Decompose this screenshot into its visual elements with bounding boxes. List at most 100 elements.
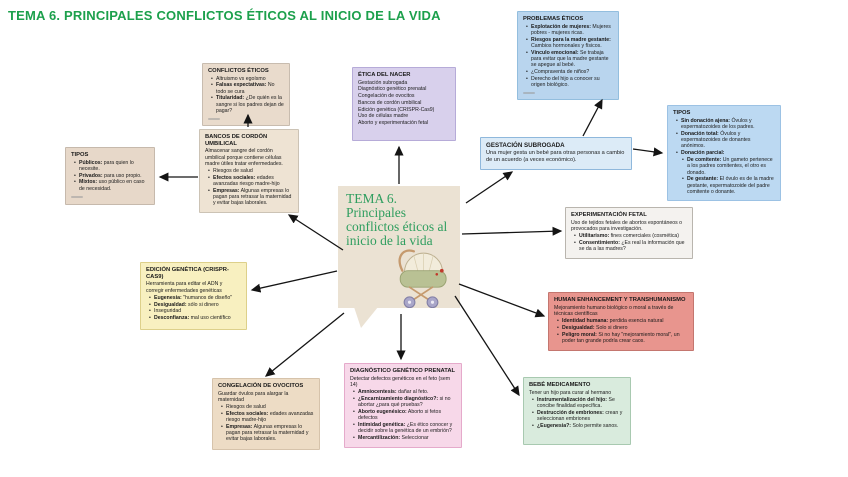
box-experimentacion-fetal: EXPERIMENTACIÓN FETAL Uso de tejidos fet… xyxy=(565,207,693,259)
bullet-list: Identidad humana: perdida esencia natura… xyxy=(554,318,688,344)
bullet-item: Congelación de ovocitos xyxy=(358,93,415,100)
page-title: TEMA 6. PRINCIPALES CONFLICTOS ÉTICOS AL… xyxy=(8,8,441,23)
bullet-item: Falsas expectativas: No todo se cura xyxy=(211,82,284,94)
bullet-item: Riesgos para la madre gestante: Cambios … xyxy=(526,37,613,49)
bullet-item: ¿Encarnizamiento diagnóstico?: si no abo… xyxy=(353,396,456,408)
bullet-item: Desigualdad: sólo si dinero xyxy=(149,302,241,308)
bullet-list: Explotación de mujeres: Mujeres pobres -… xyxy=(523,24,613,88)
bullet-list: Riesgos de saludEfectos sociales: edades… xyxy=(218,404,314,442)
bullet-item: Explotación de mujeres: Mujeres pobres -… xyxy=(526,24,613,36)
bullet-item: Destrucción de embriones: crean y selecc… xyxy=(532,410,625,422)
box-title: BEBÉ MEDICAMENTO xyxy=(529,382,591,388)
box-tipos-bancos: TIPOS Públicos: para quien lo necesite.P… xyxy=(65,147,155,205)
bullet-item: Desconfianza: mal uso científico xyxy=(149,315,241,321)
box-intro: Uso de tejidos fetales de abortos espont… xyxy=(571,219,683,232)
box-conflictos-eticos: CONFLICTOS ÉTICOS Altruismo vs egoísmoFa… xyxy=(202,63,290,127)
box-bebe-medicamento: BEBÉ MEDICAMENTO Tener un hijo para cura… xyxy=(523,377,631,445)
box-title: PROBLEMAS ÉTICOS xyxy=(523,16,584,22)
bullet-item: Vínculo emocional: Se trabaja para evita… xyxy=(526,50,613,69)
bullet-item: Intimidad genética: ¿Es ético conocer y … xyxy=(353,422,456,434)
bullet-item: Amniocentesis: dañar al feto. xyxy=(353,389,456,395)
bullet-item: Efectos sociales: edades avanzadas riesg… xyxy=(221,411,314,423)
bullet-item: Mercantilización: Seleccionar xyxy=(353,435,456,441)
box-intro: Detectar defectos genéticos en el feto (… xyxy=(350,375,451,388)
box-edicion-genetica: EDICIÓN GENÉTICA (CRISPR-CAS9) Herramien… xyxy=(140,262,247,330)
bullet-item: Donación total: Óvulos y espermatozoides… xyxy=(676,131,775,150)
baby-carriage-icon xyxy=(398,249,447,308)
central-topic-title: TEMA 6. Principales conflictos éticos al… xyxy=(346,191,448,249)
box-title: CONFLICTOS ÉTICOS xyxy=(208,68,269,74)
bullet-item: Edición genética (CRISPR-Cas9) xyxy=(358,106,435,113)
bullet-item: Altruismo vs egoísmo xyxy=(211,76,284,82)
box-human-enhancement: HUMAN ENHANCEMENT Y TRANSHUMANISMO Mejor… xyxy=(548,292,694,351)
bullet-item: Peligro moral: Si no hay "mejoramiento m… xyxy=(557,332,688,344)
bullet-item: ¿Eugenesia?: Solo permite sanos. xyxy=(532,423,625,429)
bullet-item: Uso de células madre xyxy=(358,113,409,120)
bullet-item: Aborto y experimentación fetal xyxy=(358,120,429,127)
box-tipos-gestacion: TIPOS Sin donación ajena: Óvulos y esper… xyxy=(667,105,781,202)
box-bancos-cordon-umbilical: BANCOS DE CORDÓN UMBILICAL Almacenar san… xyxy=(199,129,299,213)
author-watermark xyxy=(523,92,535,94)
bullet-item: Efectos sociales: edades avanzadas riesg… xyxy=(208,175,293,187)
box-diagnostico-genetico-prenatal: DIAGNÓSTICO GENÉTICO PRENATAL Detectar d… xyxy=(344,363,462,448)
box-title: EDICIÓN GENÉTICA (CRISPR-CAS9) xyxy=(146,267,229,280)
box-title: ÉTICA DEL NACER xyxy=(358,72,411,78)
box-intro: Herramienta para editar el ADN y corregi… xyxy=(146,281,223,294)
bullet-item: Mixtos: uso público en caso de necesidad… xyxy=(74,179,149,191)
bullet-item: Sin donación ajena: Óvulos y espermatozo… xyxy=(676,118,775,130)
bullet-item: Instrumentalización del hijo: Se concibe… xyxy=(532,397,625,409)
bullet-list: Instrumentalización del hijo: Se concibe… xyxy=(529,397,625,429)
bullet-item: Diagnóstico genético prenatal xyxy=(358,86,427,93)
bullet-item: Consentimiento: ¿Es real la información … xyxy=(574,240,687,252)
author-watermark xyxy=(71,195,83,198)
box-title: CONGELACIÓN DE OVOCITOS xyxy=(218,383,304,389)
box-intro: Tener un hijo para curar al hermano xyxy=(529,389,612,396)
bullet-list: Sin donación ajena: Óvulos y espermatozo… xyxy=(673,118,775,157)
bullet-item: Derecho del hijo a conocer su origen bio… xyxy=(526,76,613,88)
box-title: GESTACIÓN SUBROGADA xyxy=(486,142,565,149)
bullet-item: Desigualdad: Solo si dinero xyxy=(557,325,688,331)
sub-bullet-list: De comitente: Un gameto pertenece a los … xyxy=(673,157,775,195)
bullet-item: Donación parcial: xyxy=(676,150,775,156)
bullet-item: Bancos de cordón umbilical xyxy=(358,99,422,106)
bullet-item: De gestante: El óvulo es de la madre ges… xyxy=(682,176,775,195)
box-title: HUMAN ENHANCEMENT Y TRANSHUMANISMO xyxy=(554,297,686,303)
box-intro: Mejoramiento humano biológico o moral a … xyxy=(554,304,674,317)
bullet-item: Públicos: para quien lo necesite. xyxy=(74,160,149,172)
bullet-item: Gestación subrogada xyxy=(358,79,408,86)
box-title: TIPOS xyxy=(71,152,89,158)
bullet-item: Inseguridad xyxy=(149,308,241,314)
box-congelacion-ovocitos: CONGELACIÓN DE OVOCITOS Guardar óvulos p… xyxy=(212,378,320,450)
bullet-list: Riesgos de saludEfectos sociales: edades… xyxy=(205,168,293,206)
bullet-item: Riesgos de salud xyxy=(221,404,314,410)
box-intro: Almacenar sangre del cordón umbilical po… xyxy=(205,148,283,167)
bullet-list: Públicos: para quien lo necesite.Privado… xyxy=(71,160,149,192)
box-title: BANCOS DE CORDÓN UMBILICAL xyxy=(205,134,268,147)
box-gestacion-subrogada: GESTACIÓN SUBROGADA Una mujer gesta un b… xyxy=(480,137,632,170)
bullet-item: Aborto eugenésico: Aborto si fetos defec… xyxy=(353,409,456,421)
box-title: EXPERIMENTACIÓN FETAL xyxy=(571,212,647,218)
bullet-item: Eugenesia: "humanos de diseño" xyxy=(149,295,241,301)
box-intro: Una mujer gesta un bebé para otras perso… xyxy=(486,150,625,163)
bullet-item: Privados: para uso propio. xyxy=(74,173,149,179)
bullet-item: Empresas: Algunas empresas lo pagan para… xyxy=(221,424,314,443)
bullet-list: Altruismo vs egoísmoFalsas expectativas:… xyxy=(208,76,284,114)
bullet-item: Titularidad: ¿De quién es la sangre si l… xyxy=(211,95,284,114)
bullet-list: Utilitarismo: fines comerciales (cosméti… xyxy=(571,233,687,252)
box-intro: Guardar óvulos para alargar la maternida… xyxy=(218,390,289,403)
bullet-item: Riesgos de salud xyxy=(208,168,293,174)
box-problemas-eticos: PROBLEMAS ÉTICOS Explotación de mujeres:… xyxy=(517,11,619,100)
box-title: TIPOS xyxy=(673,110,691,116)
bullet-list: Eugenesia: "humanos de diseño"Desigualda… xyxy=(146,295,241,322)
bullet-item: Empresas: Algunas empresas lo pagan para… xyxy=(208,188,293,207)
bullet-item: De comitente: Un gameto pertenece a los … xyxy=(682,157,775,176)
central-topic-bubble: TEMA 6. Principales conflictos éticos al… xyxy=(338,186,460,328)
bullet-item: Identidad humana: perdida esencia natura… xyxy=(557,318,688,324)
box-title: DIAGNÓSTICO GENÉTICO PRENATAL xyxy=(350,368,456,374)
bullet-item: ¿Compraventa de niños? xyxy=(526,69,613,75)
bullet-item: Utilitarismo: fines comerciales (cosméti… xyxy=(574,233,687,239)
bullet-list: Amniocentesis: dañar al feto.¿Encarnizam… xyxy=(350,389,456,441)
